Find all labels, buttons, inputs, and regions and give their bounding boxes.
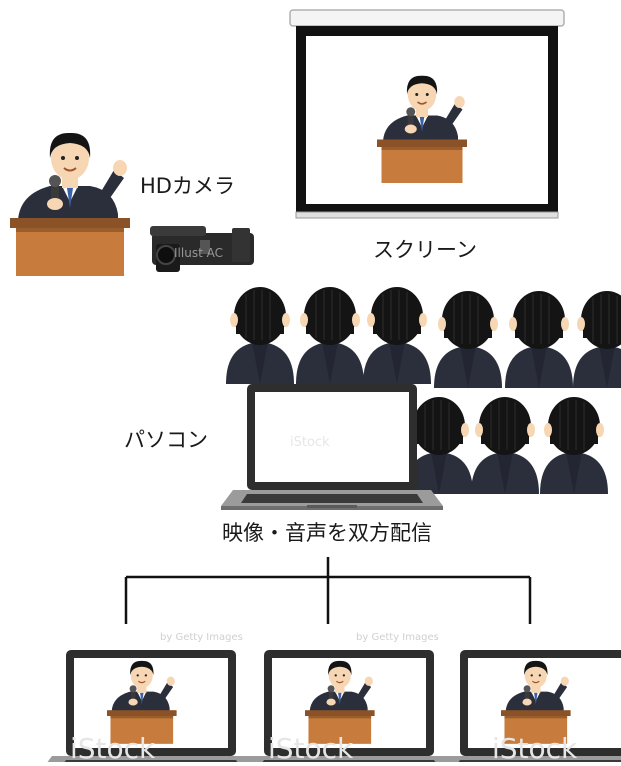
hd-camera-illustration: Illust AC bbox=[150, 226, 254, 272]
pc-laptop bbox=[221, 384, 443, 510]
speaker-illustration bbox=[9, 131, 131, 277]
screen-label: スクリーン bbox=[373, 238, 477, 262]
distribution-lines bbox=[124, 557, 532, 624]
credit-watermark-1: by Getty Images bbox=[160, 632, 243, 643]
watermarks: by Getty Images by Getty Images iStock i… bbox=[70, 632, 578, 765]
camera-label: HDカメラ bbox=[140, 174, 235, 198]
stream-label: 映像・音声を双方配信 bbox=[222, 521, 432, 545]
camera-watermark: Illust AC bbox=[174, 246, 223, 260]
credit-watermark-2: by Getty Images bbox=[356, 632, 439, 643]
istock-watermark-1: iStock bbox=[70, 732, 156, 762]
istock-watermark-3: iStock bbox=[492, 732, 578, 762]
pc-screen-watermark: iStock bbox=[290, 435, 330, 450]
pc-label: パソコン bbox=[124, 428, 208, 452]
istock-watermark-2: iStock bbox=[268, 732, 354, 762]
